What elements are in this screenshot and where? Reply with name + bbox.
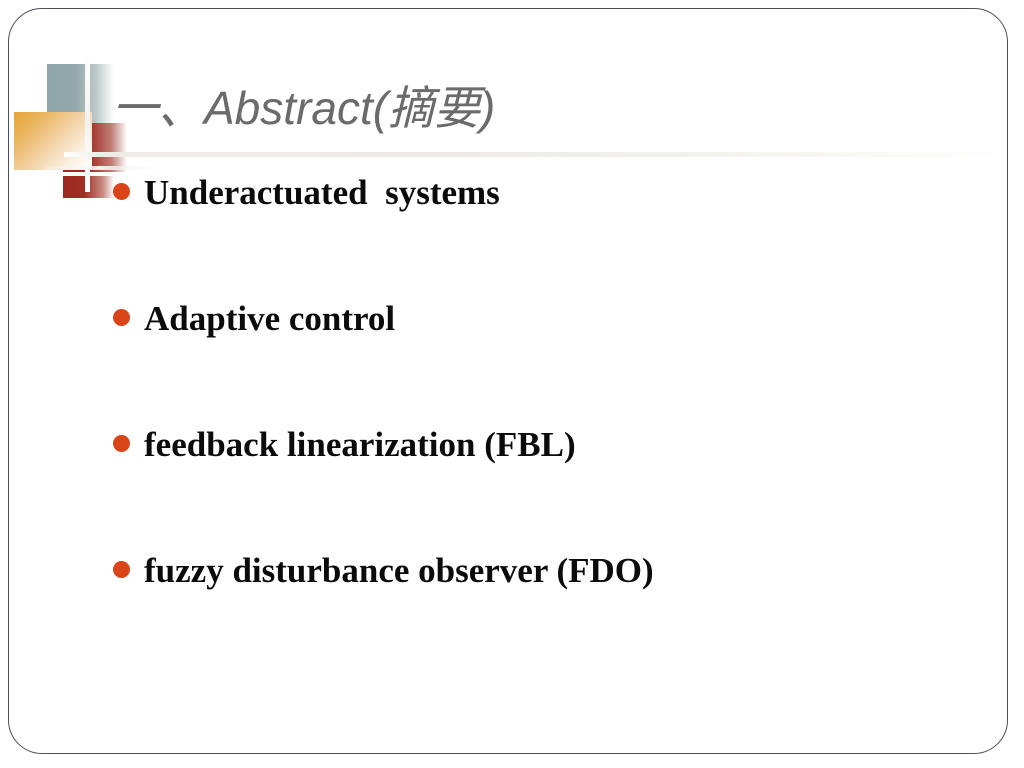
bullet-dot-icon — [113, 561, 130, 578]
list-item: Underactuated systems — [110, 172, 970, 298]
deco-horizontal-line — [46, 166, 166, 170]
bullet-dot-icon — [113, 435, 130, 452]
title-divider-rule — [64, 152, 1004, 157]
bullet-text: Underactuated systems — [144, 173, 500, 212]
list-item: fuzzy disturbance observer (FDO) — [110, 550, 970, 676]
bullet-text: Adaptive control — [144, 299, 396, 338]
bullet-list: Underactuated systems Adaptive control f… — [110, 172, 970, 676]
deco-orange-rectangle — [14, 112, 92, 170]
bullet-text: feedback linearization (FBL) — [144, 425, 576, 464]
frame-notch — [1012, 148, 1019, 157]
deco-vertical-line — [85, 52, 90, 192]
bullet-dot-icon — [113, 183, 130, 200]
decorative-blocks-graphic — [0, 52, 240, 198]
list-item: feedback linearization (FBL) — [110, 424, 970, 550]
list-item: Adaptive control — [110, 298, 970, 424]
bullet-text: fuzzy disturbance observer (FDO) — [144, 551, 654, 590]
slide-title: 一、Abstract(摘要) — [112, 82, 496, 134]
bullet-dot-icon — [113, 309, 130, 326]
